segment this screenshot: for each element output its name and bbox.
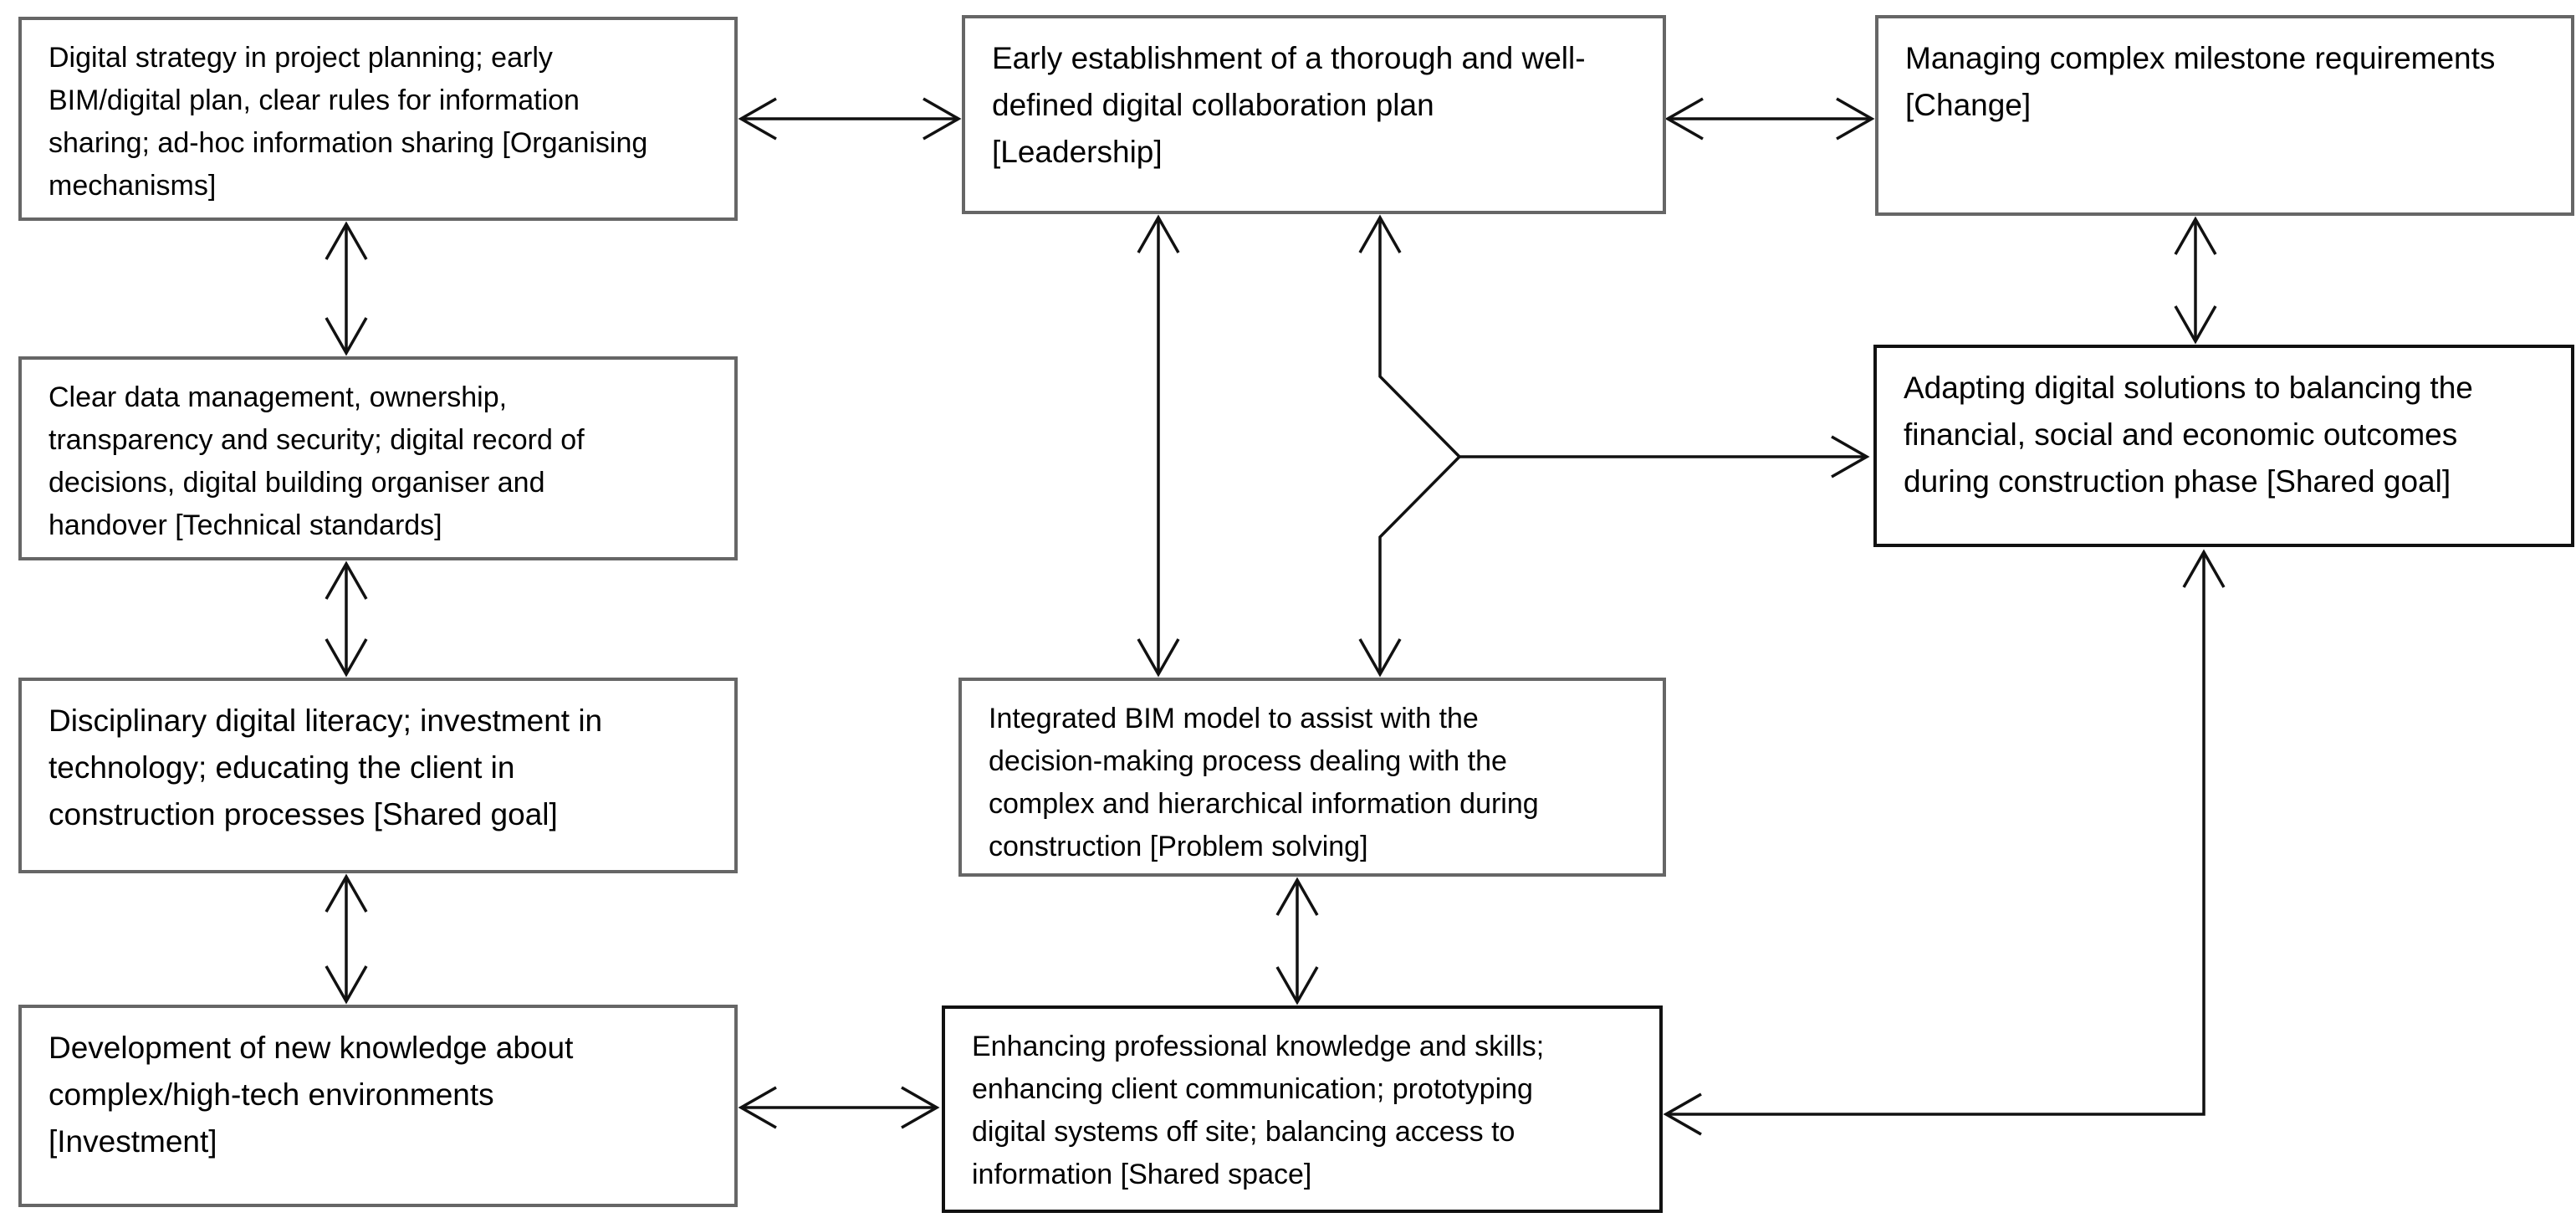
node-investment: Development of new knowledge about compl…: [18, 1005, 738, 1207]
edge-branch-problem: [1358, 455, 1461, 678]
node-leadership: Early establishment of a thorough and we…: [962, 15, 1666, 214]
node-organising-mechanisms: Digital strategy in project planning; ea…: [18, 17, 738, 221]
node-shared-goal-literacy: Disciplinary digital literacy; investmen…: [18, 678, 738, 873]
node-technical-standards: Clear data management, ownership, transp…: [18, 356, 738, 560]
edge-leadership-branch-adapting: [1358, 214, 1870, 478]
node-shared-goal-adapting: Adapting digital solutions to balancing …: [1873, 345, 2574, 547]
node-shared-space: Enhancing professional knowledge and ski…: [942, 1005, 1663, 1213]
node-change: Managing complex milestone requirements …: [1875, 15, 2574, 216]
node-problem-solving: Integrated BIM model to assist with the …: [958, 678, 1666, 877]
edge-sharedspace-adapting: [1663, 549, 2226, 1136]
